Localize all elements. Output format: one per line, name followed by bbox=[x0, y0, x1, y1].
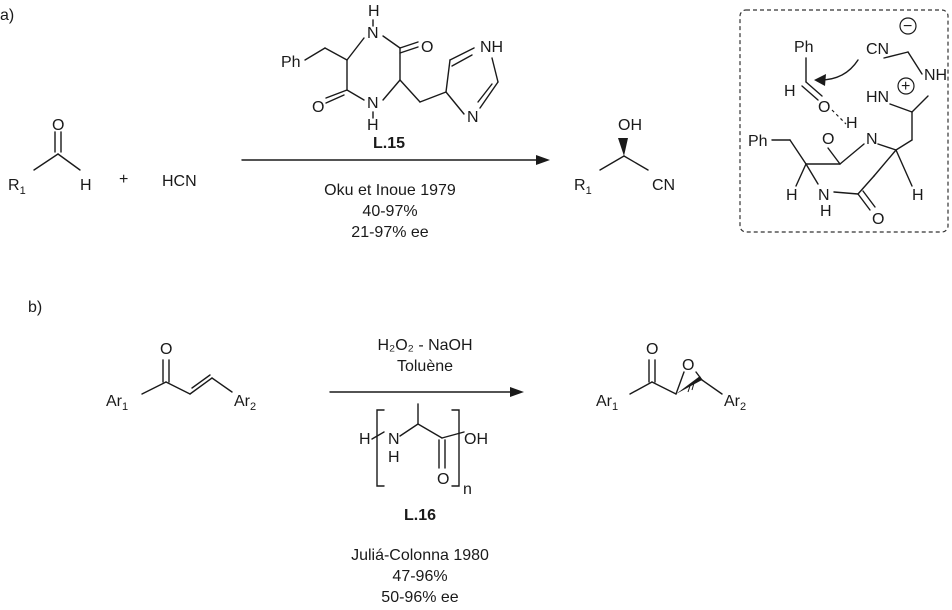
conditions-b-reference: Juliá-Colonna 1980 bbox=[351, 547, 489, 564]
enone-oxygen: O bbox=[160, 341, 172, 358]
hydrogen-bond bbox=[831, 109, 847, 125]
mechanism-box bbox=[739, 9, 949, 233]
l16-left-bracket bbox=[376, 409, 385, 487]
l15-imidazole-n: N bbox=[467, 109, 479, 126]
mech-oxygen: O bbox=[818, 99, 830, 116]
l15-n-bottom: N bbox=[367, 95, 379, 112]
conditions-a-yield: 40-97% bbox=[362, 203, 417, 220]
conditions-b-ee: 50-96% ee bbox=[381, 589, 458, 606]
mech-ring-nh-h: H bbox=[846, 115, 858, 132]
l15-oxygen-right: O bbox=[421, 39, 433, 56]
mech-o-bottom: O bbox=[872, 211, 884, 228]
enone-ar2: Ar2 bbox=[234, 393, 256, 413]
l15-nh-top-h: H bbox=[368, 3, 380, 20]
l15-oxygen-left: O bbox=[312, 99, 324, 116]
product-r: R1 bbox=[574, 177, 592, 197]
aldehyde-structure: O R1 H bbox=[8, 117, 92, 197]
mechanism-structure: Ph H O CN − NH HN + Ph O H N H N H bbox=[748, 17, 947, 228]
conditions-b-yield: 47-96% bbox=[392, 568, 447, 585]
epoxide-ar2: Ar2 bbox=[724, 393, 746, 413]
mech-plus: + bbox=[901, 78, 910, 95]
aldehyde-oxygen: O bbox=[52, 117, 64, 134]
l16-n: N bbox=[388, 431, 400, 448]
reagents-b-solvent: Toluène bbox=[397, 358, 453, 375]
l16-h: H bbox=[359, 431, 371, 448]
l15-nh-bottom-h: H bbox=[367, 117, 379, 134]
mech-imidazole-nh: NH bbox=[924, 67, 947, 84]
conditions-a-ee: 21-97% ee bbox=[351, 224, 428, 241]
panel-a-label: a) bbox=[0, 7, 14, 24]
plus-charge bbox=[897, 77, 915, 95]
mech-h: H bbox=[784, 83, 796, 100]
reagent-hcn: HCN bbox=[162, 173, 197, 190]
mech-ring-oxygen: O bbox=[822, 131, 834, 148]
mech-imidazole-hn: HN bbox=[866, 89, 889, 106]
mech-minus: − bbox=[903, 18, 912, 35]
mech-h-bottom: H bbox=[820, 203, 832, 220]
reagents-b-oxidant: H₂O₂ - NaOH bbox=[377, 337, 472, 354]
aldehyde-r: R1 bbox=[8, 177, 26, 197]
enone-structure: O Ar1 Ar2 bbox=[106, 341, 256, 413]
product-cyanohydrin: OH R1 CN bbox=[574, 117, 675, 197]
epoxide-ar1: Ar1 bbox=[596, 393, 618, 413]
mech-phenyl-top: Ph bbox=[794, 39, 814, 56]
l16-oh: OH bbox=[464, 431, 488, 448]
l16-repeat-n: n bbox=[463, 481, 472, 498]
reaction-arrow-b bbox=[329, 387, 524, 397]
l16-right-bracket bbox=[451, 409, 460, 487]
catalyst-l16-structure: H N H OH O n L.16 bbox=[359, 403, 488, 524]
epoxide-product-structure: O Ar1 O Ar2 bbox=[596, 341, 746, 413]
product-oh: OH bbox=[618, 117, 642, 134]
mech-n-bottom: N bbox=[818, 187, 830, 204]
l16-oxygen: O bbox=[437, 471, 449, 488]
mech-cyanide: CN bbox=[866, 41, 889, 58]
enone-ar1: Ar1 bbox=[106, 393, 128, 413]
product-cn: CN bbox=[652, 177, 675, 194]
minus-charge bbox=[899, 17, 917, 35]
l15-n-top: N bbox=[367, 25, 379, 42]
mech-h-left: H bbox=[786, 187, 798, 204]
plus-sign: + bbox=[119, 171, 128, 188]
catalyst-l15-name: L.15 bbox=[373, 135, 405, 152]
reaction-arrow-a bbox=[241, 155, 550, 165]
catalyst-l15-structure: Ph H N O O N H NH N L.15 bbox=[281, 3, 503, 152]
aldehyde-hydrogen: H bbox=[80, 177, 92, 194]
mech-h-right: H bbox=[912, 187, 924, 204]
catalyst-l16-name: L.16 bbox=[404, 507, 436, 524]
epoxide-oxygen: O bbox=[682, 357, 694, 374]
l15-imidazole-nh: NH bbox=[480, 39, 503, 56]
l15-phenyl: Ph bbox=[281, 54, 301, 71]
conditions-a-reference: Oku et Inoue 1979 bbox=[324, 182, 456, 199]
mech-phenyl-left: Ph bbox=[748, 133, 768, 150]
panel-b-label: b) bbox=[28, 299, 42, 316]
mech-ring-n: N bbox=[866, 131, 878, 148]
l16-nh-h: H bbox=[388, 449, 400, 466]
epoxide-ketone-oxygen: O bbox=[646, 341, 658, 358]
